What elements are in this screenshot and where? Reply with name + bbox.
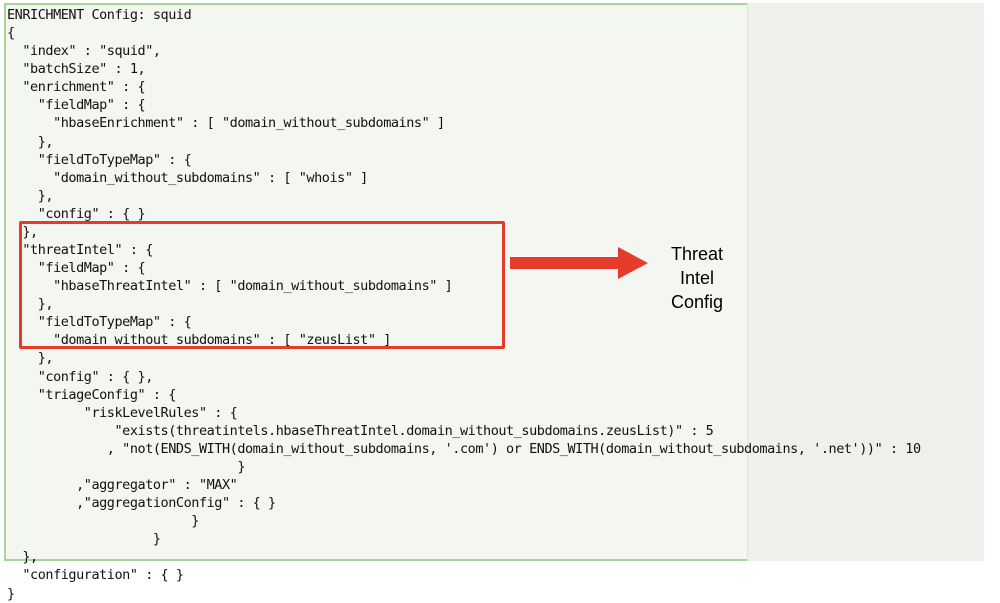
code-line-26: }	[7, 458, 246, 475]
code-line-14: "threatIntel" : {	[7, 242, 153, 259]
code-line-4: "batchSize" : 1,	[7, 61, 146, 78]
code-line-28: ,"aggregationConfig" : { }	[7, 495, 276, 512]
code-line-24: "exists(threatintels.hbaseThreatIntel.do…	[7, 422, 714, 439]
code-line-27: ,"aggregator" : "MAX"	[7, 477, 238, 494]
code-line-16: "hbaseThreatIntel" : [ "domain_without_s…	[7, 278, 453, 295]
code-line-5: "enrichment" : {	[7, 79, 146, 96]
code-line-8: },	[7, 133, 54, 150]
code-line-33: }	[7, 585, 15, 602]
right-arrow-icon	[510, 247, 648, 279]
code-line-32: "configuration" : { }	[7, 567, 184, 584]
code-line-30: }	[7, 531, 161, 548]
code-line-20: },	[7, 350, 54, 367]
code-line-13: },	[7, 223, 38, 240]
code-line-21: "config" : { },	[7, 368, 154, 385]
arrow-head	[618, 247, 648, 279]
code-line-31: },	[7, 549, 38, 566]
code-line-15: "fieldMap" : {	[7, 260, 146, 277]
code-line-1: ENRICHMENT Config: squid	[7, 7, 192, 23]
code-line-22: "triageConfig" : {	[7, 386, 177, 403]
callout-line-2: Config	[670, 292, 724, 312]
threat-intel-highlight-box	[19, 221, 505, 349]
code-line-7: "hbaseEnrichment" : [ "domain_without_su…	[7, 115, 445, 132]
code-line-23: "riskLevelRules" : {	[7, 404, 238, 421]
code-line-2: {	[7, 25, 15, 42]
code-line-11: },	[7, 187, 54, 204]
code-line-12: "config" : { }	[7, 205, 146, 222]
code-line-9: "fieldToTypeMap" : {	[7, 151, 192, 168]
code-line-25: , "not(ENDS_WITH(domain_without_subdomai…	[7, 440, 921, 457]
arrow-shaft	[510, 257, 620, 269]
threat-intel-callout: Threat Intel Config	[652, 242, 742, 314]
code-line-19: "domain_without_subdomains" : [ "zeusLis…	[7, 332, 391, 349]
callout-line-1: Threat Intel	[670, 244, 724, 288]
code-line-17: },	[7, 296, 54, 313]
code-line-6: "fieldMap" : {	[7, 97, 146, 114]
right-margin-strip	[747, 3, 984, 561]
code-line-18: "fieldToTypeMap" : {	[7, 314, 192, 331]
code-line-3: "index" : "squid",	[7, 43, 161, 60]
code-line-10: "domain_without_subdomains" : [ "whois" …	[7, 169, 368, 186]
code-line-29: }	[7, 513, 199, 530]
